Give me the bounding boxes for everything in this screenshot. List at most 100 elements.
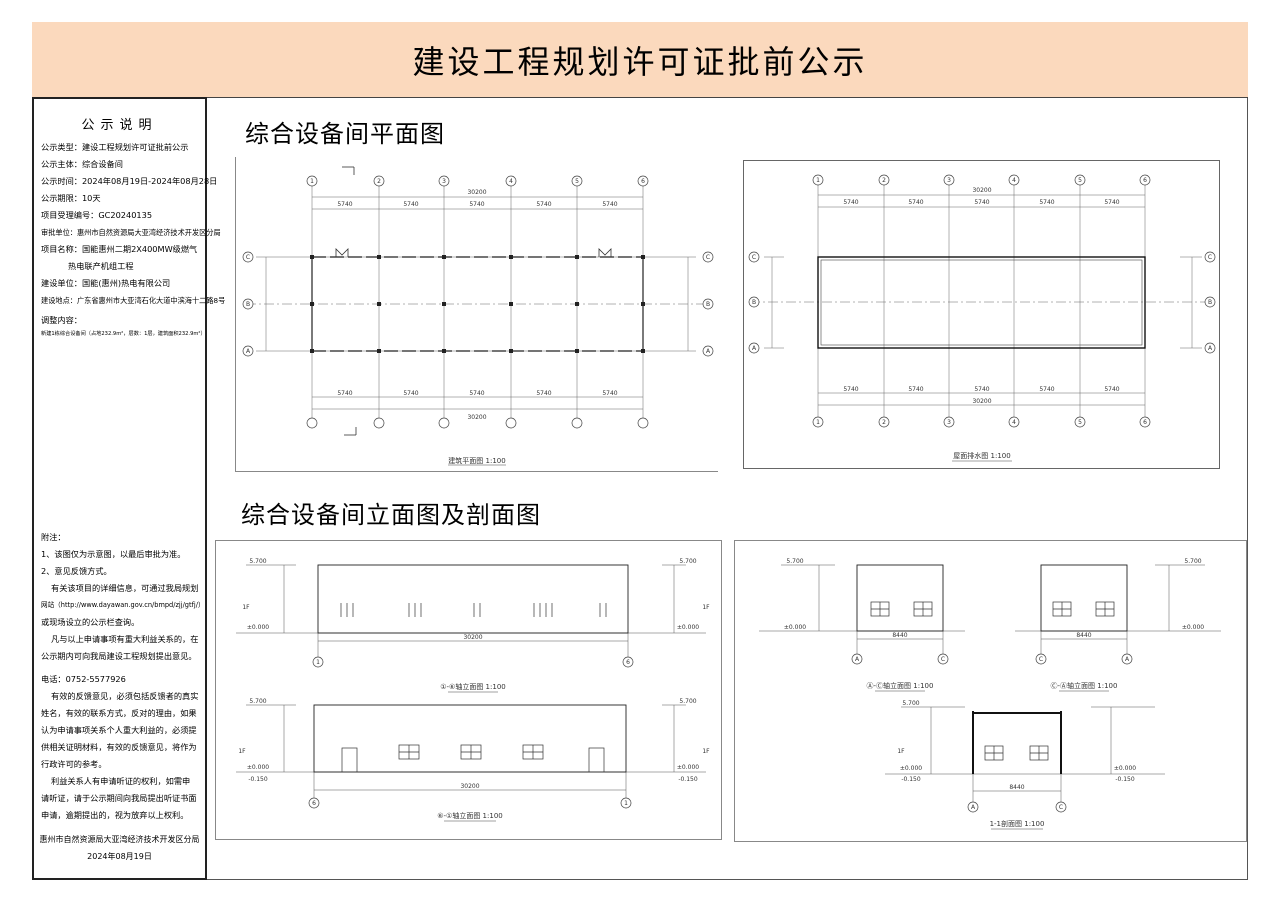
axis-label: 1 xyxy=(316,659,320,666)
elevations-panel: 1 6 30200 5.700 ±0.000 5.700 ±0.000 1F 1… xyxy=(215,540,722,840)
remark-line: 附注： xyxy=(41,532,66,542)
level-zero: ±0.000 xyxy=(900,765,922,772)
bay-dimension: 5740 xyxy=(403,201,418,208)
elevation-length: 30200 xyxy=(460,783,479,790)
level-roof: 5.700 xyxy=(786,558,803,565)
axis-label: A xyxy=(706,348,711,355)
level-roof: 5.700 xyxy=(249,558,266,565)
notice-line: 建设地点：广东省惠州市大亚湾石化大道中滨海十二路8号 xyxy=(41,296,226,305)
bay-dimension: 5740 xyxy=(337,390,352,397)
axis-label: B xyxy=(752,299,756,306)
floor-plan-drawing: 1 2 3 4 5 6 C B A C B A 30200 30200 5740… xyxy=(242,166,714,466)
notice-line: 公示类型：建设工程规划许可证批前公示 xyxy=(41,142,189,152)
bay-dimension: 5740 xyxy=(974,386,989,393)
page-title: 建设工程规划许可证批前公示 xyxy=(412,42,868,81)
elevation-4-caption: Ⓒ-Ⓐ轴立面图 1:100 xyxy=(1051,681,1118,690)
remark-line: 1、该图仅为示意图，以最后审批为准。 xyxy=(41,549,186,559)
axis-label: 4 xyxy=(509,178,513,185)
bay-dimension: 5740 xyxy=(602,201,617,208)
bay-dimension: 5740 xyxy=(536,390,551,397)
remark-line: 凡与以上申请事项有重大利益关系的，在 xyxy=(51,634,199,644)
level-zero: ±0.000 xyxy=(677,764,699,771)
level-ground: -0.150 xyxy=(1115,776,1135,783)
elevation-2-caption: ⑥-①轴立面图 1:100 xyxy=(437,811,502,820)
level-zero: ±0.000 xyxy=(247,624,269,631)
level-roof: 5.700 xyxy=(1184,558,1201,565)
floor-label: 1F xyxy=(897,748,905,755)
remark-line: 申请，逾期提出的，视为放弃以上权利。 xyxy=(41,810,189,820)
bay-dimension: 5740 xyxy=(1104,199,1119,206)
floor-label: 1F xyxy=(242,604,250,611)
total-dimension: 30200 xyxy=(972,398,991,405)
phone-line: 电话：0752-5577926 xyxy=(41,674,126,684)
axis-label: A xyxy=(971,804,976,811)
remark-line: 或现场设立的公示栏查询。 xyxy=(41,617,140,627)
level-zero: ±0.000 xyxy=(784,624,806,631)
bay-dimension: 5740 xyxy=(908,199,923,206)
floor-label: 1F xyxy=(702,748,710,755)
bay-dimension: 5740 xyxy=(843,386,858,393)
axis-label: 1 xyxy=(624,800,628,807)
axis-label: A xyxy=(1125,656,1130,663)
remark-line: 行政许可的参考。 xyxy=(41,759,107,769)
total-dimension: 30200 xyxy=(972,187,991,194)
level-roof: 5.700 xyxy=(249,698,266,705)
remark-line: 姓名，有效的联系方式，反对的理由，如果 xyxy=(41,708,197,718)
axis-label: 3 xyxy=(947,419,951,426)
level-ground: -0.150 xyxy=(248,776,268,783)
sections-panel: A C 8440 5.700 ±0.000 Ⓐ-Ⓒ轴立面图 1:100 C A … xyxy=(734,540,1247,842)
floor-plan-panel: 1 2 3 4 5 6 C B A C B A 30200 30200 5740… xyxy=(235,157,718,472)
notice-panel: 公示说明 公示类型：建设工程规划许可证批前公示 公示主体：综合设备间 公示时间：… xyxy=(32,97,226,880)
bay-dimension: 5740 xyxy=(908,386,923,393)
notice-line: 热电联产机组工程 xyxy=(68,261,134,271)
axis-label: 1 xyxy=(816,177,820,184)
total-dimension: 30200 xyxy=(467,189,486,196)
axis-label: B xyxy=(706,301,710,308)
notice-footer-org: 惠州市自然资源局大亚湾经济技术开发区分局 xyxy=(39,835,200,844)
floor-label: 1F xyxy=(702,604,710,611)
axis-label: C xyxy=(1039,656,1043,663)
adjust-title: 调整内容： xyxy=(41,315,82,325)
notice-line: 公示期限：10天 xyxy=(41,193,101,203)
notice-title: 公示说明 xyxy=(81,118,158,133)
remark-line: 认为申请事项关系个人重大利益的，必须提 xyxy=(41,725,197,735)
notice-line: 项目受理编号：GC20240135 xyxy=(41,210,153,220)
elevations-drawing: 1 6 30200 5.700 ±0.000 5.700 ±0.000 1F 1… xyxy=(236,558,710,822)
axis-label: 6 xyxy=(312,800,316,807)
notice-line: 公示时间：2024年08月19日-2024年08月28日 xyxy=(41,176,218,186)
axis-label: 4 xyxy=(1012,419,1016,426)
axis-label: A xyxy=(752,345,757,352)
bay-dimension: 5740 xyxy=(974,199,989,206)
roof-plan-drawing: 1 2 3 4 5 6 1 2 3 4 5 6 C B A C B A 5740… xyxy=(748,174,1216,462)
level-ground: -0.150 xyxy=(901,776,921,783)
floor-label: 1F xyxy=(238,748,246,755)
remark-line: 有关该项目的详细信息，可通过我局规划 xyxy=(51,583,199,593)
level-roof: 5.700 xyxy=(679,558,696,565)
elevation-3-caption: Ⓐ-Ⓒ轴立面图 1:100 xyxy=(867,681,934,690)
remark-line: 网站（http://www.dayawan.gov.cn/bmpd/zjj/gt… xyxy=(41,601,205,609)
axis-label: 4 xyxy=(1012,177,1016,184)
axis-label: 2 xyxy=(377,178,381,185)
roof-plan-panel: 1 2 3 4 5 6 1 2 3 4 5 6 C B A C B A 5740… xyxy=(743,160,1220,469)
axis-label: C xyxy=(1208,254,1212,261)
notice-adjust: 调整内容： 新建1栋综合设备间（占地232.9m²，层数：1层，建筑面积232.… xyxy=(41,312,206,339)
remark-line: 供相关证明材料，有效的反馈意见，将作为 xyxy=(41,742,197,752)
axis-label: B xyxy=(246,301,250,308)
bay-dimension: 5740 xyxy=(1039,386,1054,393)
remark-line: 公示期内可向我局建设工程规划提出意见。 xyxy=(41,651,197,661)
axis-label: 5 xyxy=(1078,177,1082,184)
axis-label: C xyxy=(246,254,250,261)
bay-dimension: 5740 xyxy=(469,201,484,208)
axis-label: 3 xyxy=(442,178,446,185)
sections-drawing: A C 8440 5.700 ±0.000 Ⓐ-Ⓒ轴立面图 1:100 C A … xyxy=(759,558,1221,830)
bay-dimension: 5740 xyxy=(843,199,858,206)
remark-line: 2、意见反馈方式。 xyxy=(41,566,112,576)
bay-dimension: 5740 xyxy=(337,201,352,208)
axis-label: 5 xyxy=(1078,419,1082,426)
level-zero: ±0.000 xyxy=(677,624,699,631)
elevation-width: 8440 xyxy=(892,632,907,639)
axis-label: 2 xyxy=(882,177,886,184)
header-banner: 建设工程规划许可证批前公示 xyxy=(32,22,1248,98)
remark-line: 有效的反馈意见，必须包括反馈者的真实 xyxy=(51,691,199,701)
axis-label: 3 xyxy=(947,177,951,184)
